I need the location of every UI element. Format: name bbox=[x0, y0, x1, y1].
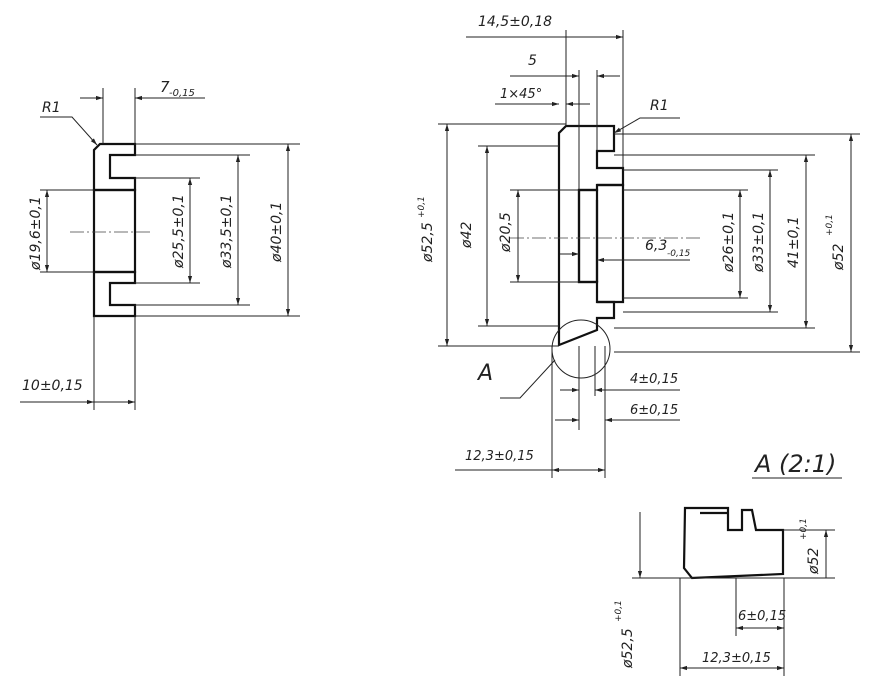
left-body-middle bbox=[92, 188, 137, 274]
detail-title: A (2:1) bbox=[753, 450, 836, 478]
left-d335: ø33,5±0,1 bbox=[219, 194, 235, 269]
detail-d52-tol: +0,1 bbox=[799, 518, 809, 540]
main-d205: ø20,5 bbox=[498, 212, 514, 253]
main-bore bbox=[577, 188, 599, 284]
detail-d525-tol: +0,1 bbox=[614, 600, 624, 622]
main-hub bbox=[597, 183, 625, 304]
main-d525-tol: +0,1 bbox=[417, 196, 427, 218]
left-w10: 10±0,15 bbox=[22, 378, 83, 394]
main-d33: ø33±0,1 bbox=[751, 212, 767, 273]
detail-dim-6: 6±0,15 bbox=[738, 609, 786, 624]
main-dim-123: 12,3±0,15 bbox=[465, 449, 534, 464]
main-d63: 6,3 bbox=[645, 238, 667, 254]
main-dim-4: 4±0,15 bbox=[630, 372, 678, 387]
left-section-upper bbox=[92, 142, 137, 192]
main-d26: ø26±0,1 bbox=[721, 212, 737, 273]
main-chamfer: 1×45° bbox=[500, 87, 542, 102]
main-dim-6: 6±0,15 bbox=[630, 403, 678, 418]
main-d42: ø42 bbox=[459, 222, 475, 249]
main-d63-tol: -0,15 bbox=[667, 249, 691, 259]
detail-view: A (2:1) ø52 +0,1 6±0,15 ø52,5 +0,1 12,3±… bbox=[614, 450, 842, 676]
left-d255: ø25,5±0,1 bbox=[171, 194, 187, 269]
main-d52-tol: +0,1 bbox=[825, 214, 835, 236]
main-d525: ø52,5 bbox=[420, 222, 436, 263]
detail-dim-123: 12,3±0,15 bbox=[702, 651, 771, 666]
main-r1: R1 bbox=[650, 98, 669, 114]
left-dim-7: 7 bbox=[160, 78, 170, 96]
detail-circle bbox=[551, 319, 611, 379]
detail-section bbox=[682, 506, 785, 580]
detail-d52: ø52 bbox=[806, 548, 822, 575]
main-d52: ø52 bbox=[831, 244, 847, 271]
left-r1-label: R1 bbox=[42, 100, 61, 116]
left-dim-7-tol: -0,15 bbox=[169, 88, 195, 99]
detail-d525: ø52,5 bbox=[620, 628, 636, 669]
left-d196: ø19,6±0,1 bbox=[28, 196, 44, 271]
main-dim-5: 5 bbox=[528, 53, 537, 69]
left-section-lower bbox=[92, 270, 137, 318]
left-d40: ø40±0,1 bbox=[269, 202, 285, 263]
main-view: 14,5±0,18 5 1×45° R1 ø52,5 +0,1 ø42 ø20,… bbox=[417, 14, 860, 478]
main-section-flange bbox=[557, 124, 625, 347]
main-label-a: A bbox=[476, 361, 493, 386]
main-top-145: 14,5±0,18 bbox=[478, 14, 552, 30]
main-d41: 41±0,1 bbox=[786, 216, 802, 268]
left-view: R1 7 -0,15 ø19,6±0,1 ø25,5±0,1 ø33,5±0,1… bbox=[20, 78, 300, 410]
